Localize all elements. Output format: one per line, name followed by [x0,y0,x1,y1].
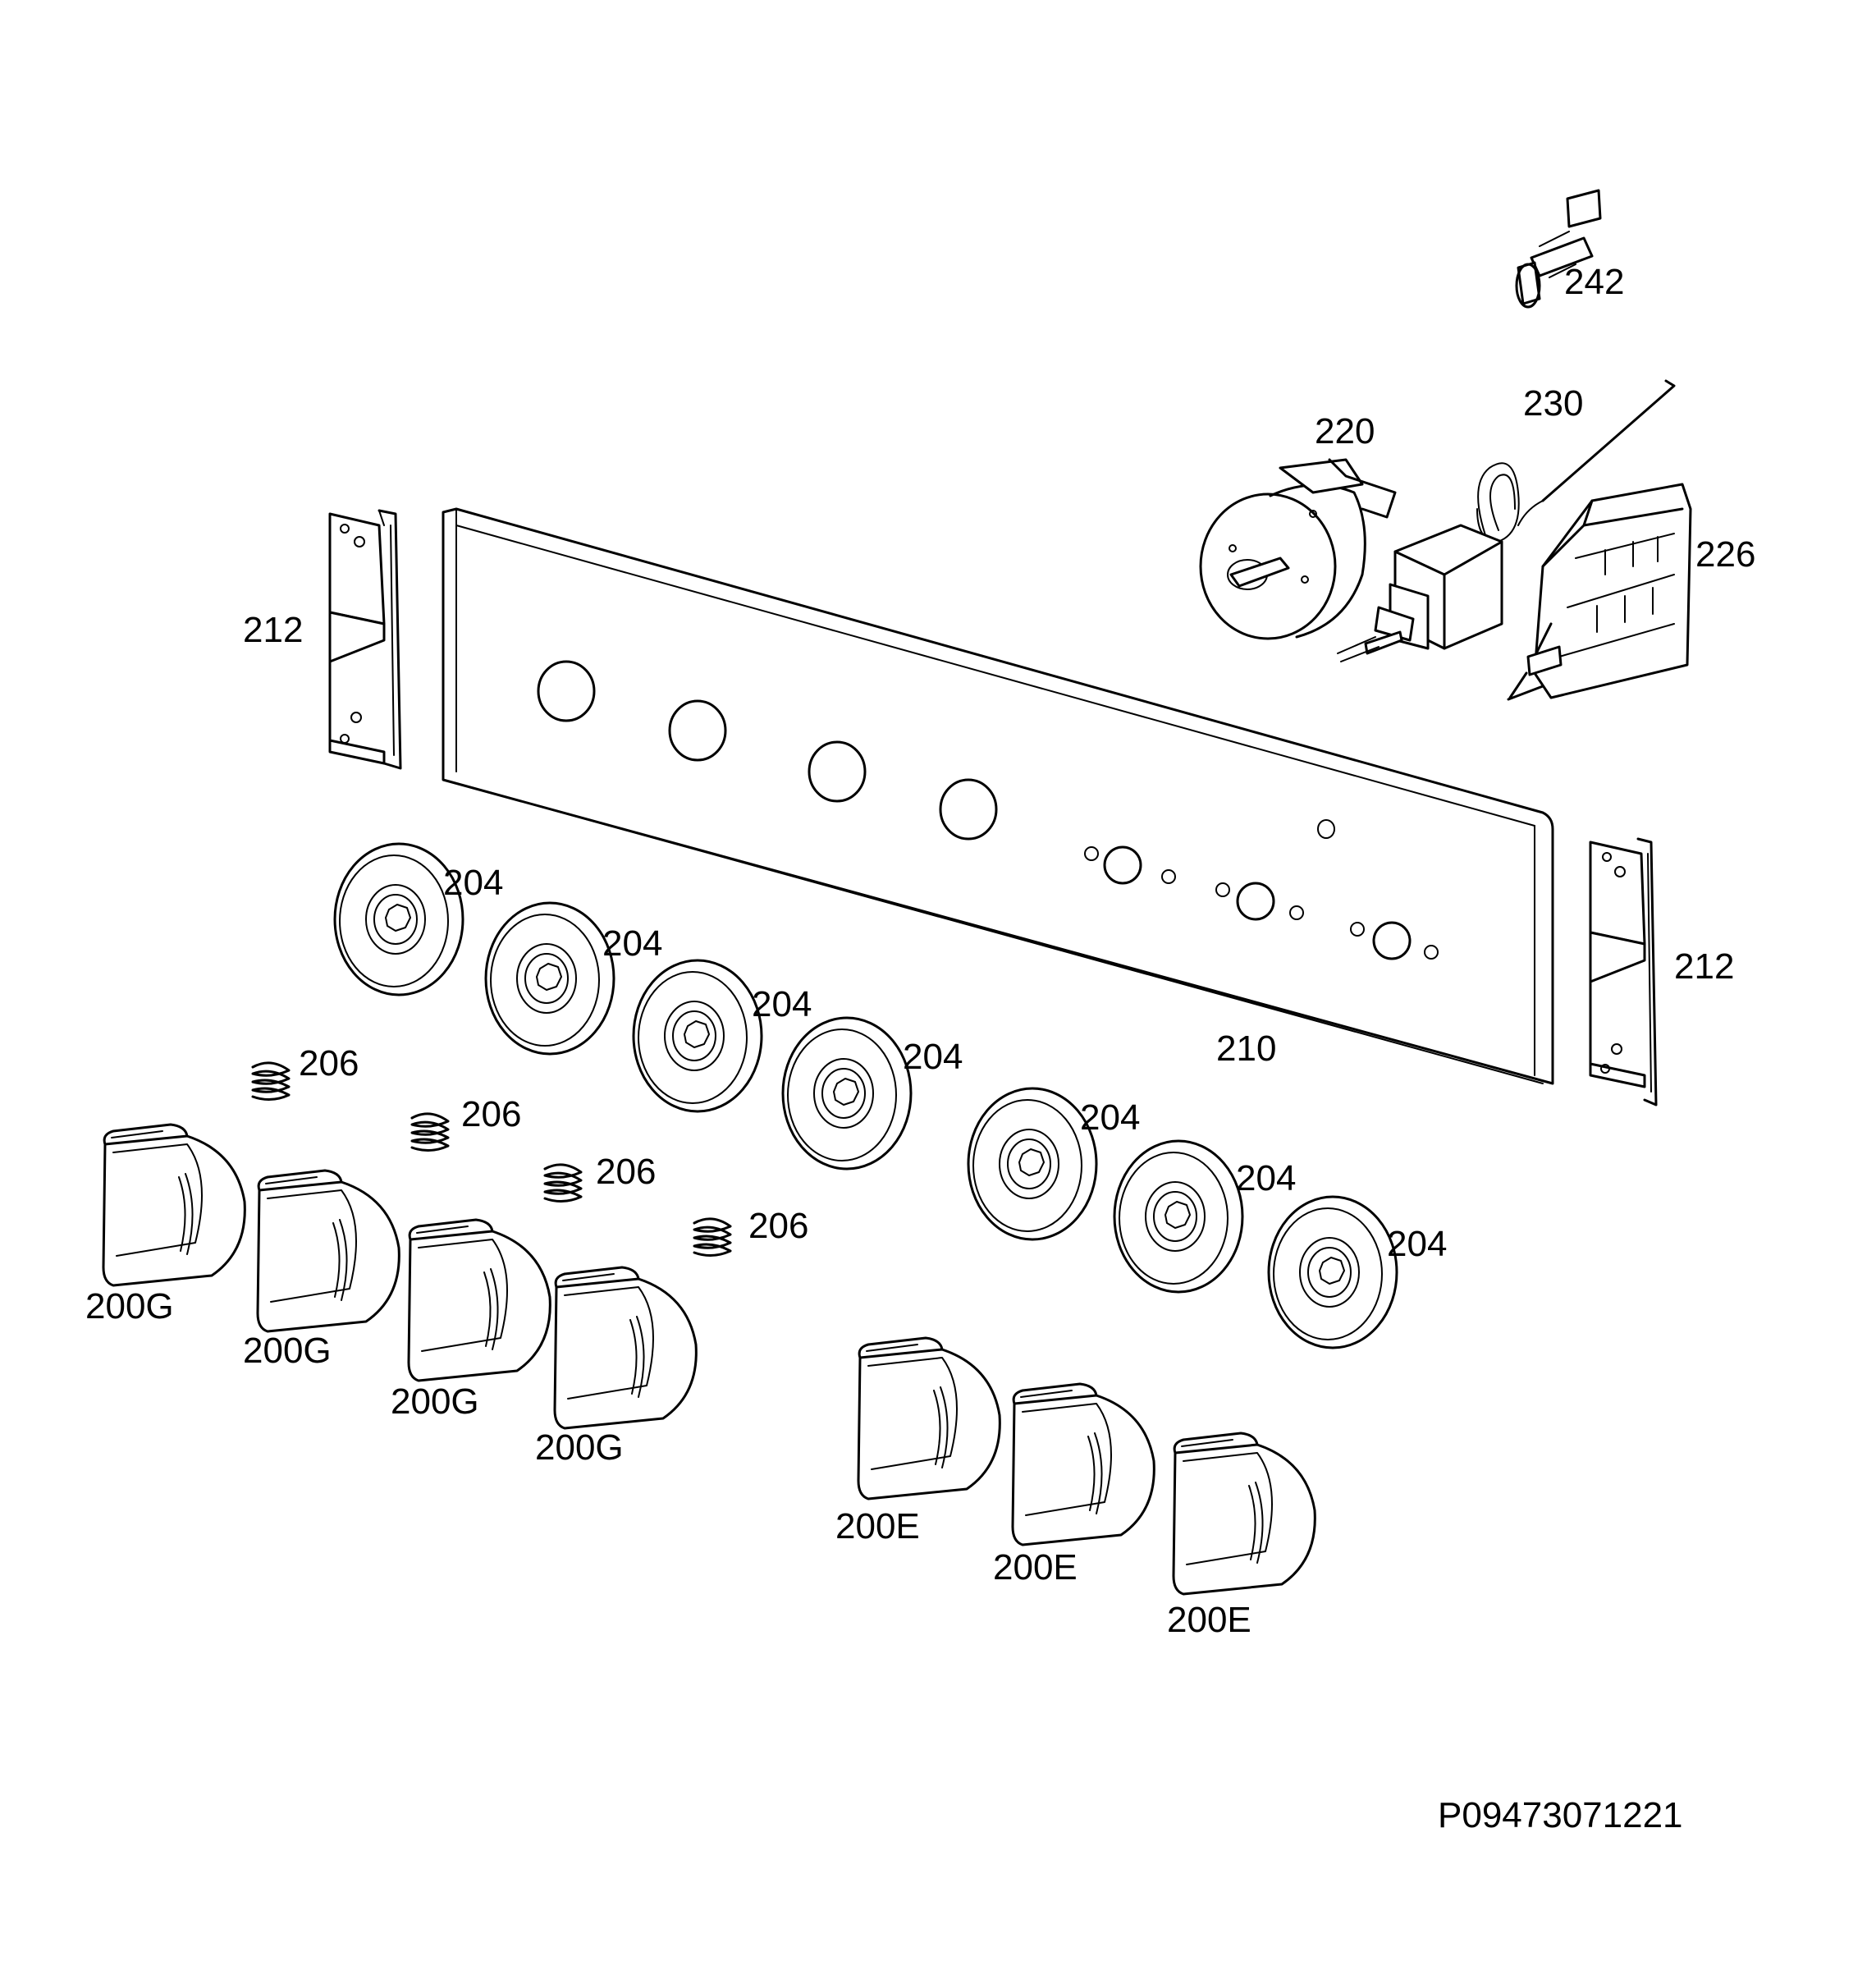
bezel-204-2 [484,901,615,1056]
callout-200G-3: 200G [391,1381,479,1422]
spring-206-1 [251,1061,291,1102]
callout-200G-1: 200G [85,1286,174,1326]
callout-204-1: 204 [443,863,503,903]
callout-206-4: 206 [748,1206,808,1246]
part-212-left-drawing [328,509,402,770]
callout-200E-2: 200E [993,1547,1078,1587]
bezel-204-6 [1113,1139,1244,1294]
part-242-drawing [1515,189,1602,309]
knob-200G-2 [256,1169,400,1333]
bezel-204-3 [632,959,763,1113]
callout-220: 220 [1315,411,1375,451]
callout-206-3: 206 [596,1152,656,1192]
callout-204-4: 204 [903,1037,963,1077]
part-210-panel-drawing [442,507,1554,1085]
callout-200E-3: 200E [1167,1600,1251,1640]
knob-200G-4 [553,1266,698,1430]
callout-200E-1: 200E [835,1506,920,1546]
part-226-drawing [1507,483,1692,701]
callout-204-7: 204 [1387,1224,1447,1264]
bezel-204-4 [781,1016,913,1171]
callout-242: 242 [1564,262,1624,302]
callout-204-2: 204 [602,923,662,964]
bezel-204-7 [1267,1195,1398,1349]
knob-200E-1 [857,1336,1001,1500]
callout-226: 226 [1695,534,1755,575]
knob-200E-3 [1172,1432,1316,1596]
callout-212-right: 212 [1674,946,1734,987]
spring-206-2 [410,1112,450,1152]
knob-200G-3 [407,1218,551,1382]
callout-204-6: 204 [1236,1158,1296,1198]
part-230-drawing [1337,379,1676,662]
spring-206-3 [543,1163,583,1203]
callout-206-1: 206 [299,1043,359,1084]
spring-206-4 [693,1217,732,1258]
bezel-204-5 [967,1087,1098,1241]
callout-210: 210 [1216,1029,1276,1069]
knob-200G-1 [102,1123,246,1287]
callout-230: 230 [1523,383,1583,424]
callout-200G-4: 200G [535,1427,624,1468]
callout-200G-2: 200G [243,1331,332,1371]
part-212-right-drawing [1589,837,1658,1106]
callout-204-5: 204 [1080,1097,1140,1138]
callout-204-3: 204 [752,984,812,1024]
callout-206-2: 206 [461,1094,521,1134]
document-id: P09473071221 [1438,1795,1683,1835]
knob-200E-2 [1011,1382,1155,1546]
part-220-drawing [1199,458,1397,640]
callout-212-left: 212 [243,610,303,650]
